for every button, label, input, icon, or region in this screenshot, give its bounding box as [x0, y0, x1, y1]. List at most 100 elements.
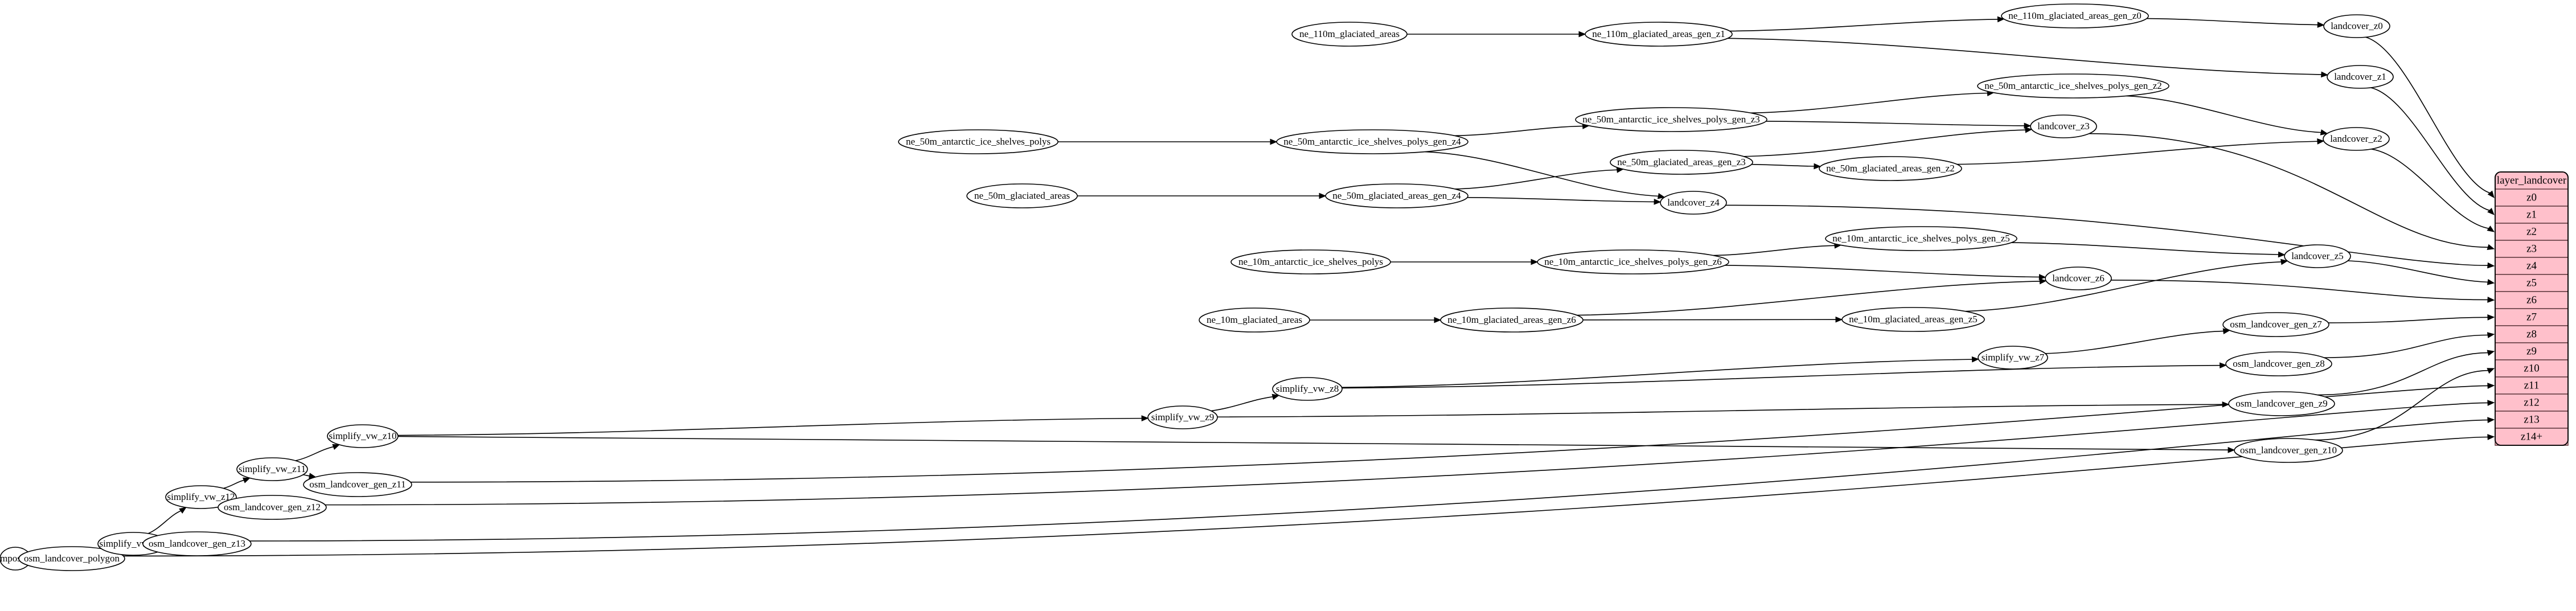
graph-node-ne_10m_antarctic_ice_shelves_polys_gen_z6[interactable]: ne_10m_antarctic_ice_shelves_polys_gen_z…	[1537, 249, 1729, 274]
node-ellipse[interactable]	[898, 129, 1059, 154]
node-ellipse[interactable]	[236, 457, 308, 481]
table-row[interactable]	[2495, 325, 2569, 343]
graph-node-ne_50m_antarctic_ice_shelves_polys_gen_z4[interactable]: ne_50m_antarctic_ice_shelves_polys_gen_z…	[1276, 129, 1469, 154]
graph-edge	[1454, 123, 1590, 137]
node-ellipse[interactable]	[218, 495, 327, 520]
graph-node-simplify_vw_z9[interactable]: simplify_vw_z9	[1147, 405, 1218, 429]
graph-node-landcover_z1[interactable]: landcover_z1	[2327, 65, 2394, 89]
graph-node-ne_110m_glaciated_areas[interactable]: ne_110m_glaciated_areas	[1291, 22, 1408, 47]
node-ellipse[interactable]	[303, 472, 412, 497]
node-ellipse[interactable]	[2323, 14, 2390, 38]
graph-node-osm_landcover_gen_z13[interactable]: osm_landcover_gen_z13	[142, 531, 252, 556]
node-ellipse[interactable]	[1537, 249, 1729, 274]
graph-node-ne_50m_glaciated_areas_gen_z2[interactable]: ne_50m_glaciated_areas_gen_z2	[1819, 156, 1962, 181]
node-ellipse[interactable]	[1978, 346, 2048, 370]
graph-node-landcover_z2[interactable]: landcover_z2	[2323, 127, 2390, 151]
graph-node-ne_50m_glaciated_areas[interactable]: ne_50m_glaciated_areas	[966, 183, 1078, 208]
node-ellipse[interactable]	[1199, 307, 1310, 333]
node-ellipse[interactable]	[2222, 312, 2329, 337]
arrow-head-icon	[2487, 208, 2495, 215]
node-ellipse[interactable]	[1230, 249, 1391, 274]
graph-node-osm_landcover_gen_z11[interactable]: osm_landcover_gen_z11	[303, 472, 412, 497]
node-ellipse[interactable]	[1272, 377, 1343, 401]
graph-node-osm_landcover_gen_z8[interactable]: osm_landcover_gen_z8	[2225, 351, 2332, 376]
graph-node-ne_10m_glaciated_areas_gen_z5[interactable]: ne_10m_glaciated_areas_gen_z5	[1841, 307, 1985, 332]
graph-node-ne_110m_glaciated_areas_gen_z0[interactable]: ne_110m_glaciated_areas_gen_z0	[2001, 3, 2149, 28]
node-ellipse[interactable]	[1977, 73, 2169, 99]
node-ellipse[interactable]	[1440, 307, 1584, 333]
table-row[interactable]	[2495, 240, 2569, 258]
graph-node-ne_50m_glaciated_areas_gen_z4[interactable]: ne_50m_glaciated_areas_gen_z4	[1325, 183, 1469, 208]
graph-node-ne_10m_glaciated_areas_gen_z6[interactable]: ne_10m_glaciated_areas_gen_z6	[1440, 307, 1584, 333]
graph-node-landcover_z6[interactable]: landcover_z6	[2045, 266, 2112, 290]
table-row[interactable]	[2495, 428, 2569, 446]
edge-line	[2146, 18, 2319, 26]
graph-node-ne_110m_glaciated_areas_gen_z1[interactable]: ne_110m_glaciated_areas_gen_z1	[1585, 22, 1733, 47]
node-ellipse[interactable]	[1825, 226, 2017, 251]
node-ellipse[interactable]	[2327, 65, 2394, 89]
node-ellipse[interactable]	[2234, 438, 2343, 463]
node-ellipse[interactable]	[1276, 129, 1469, 154]
table-row[interactable]	[2495, 376, 2569, 395]
table-row[interactable]	[2495, 274, 2569, 292]
node-ellipse[interactable]	[1610, 150, 1753, 175]
node-ellipse[interactable]	[966, 183, 1078, 208]
node-ellipse[interactable]	[1585, 22, 1733, 47]
graph-node-landcover_z4[interactable]: landcover_z4	[1660, 191, 1727, 215]
graph-node-osm_landcover_gen_z9[interactable]: osm_landcover_gen_z9	[2228, 391, 2335, 416]
node-ellipse[interactable]	[1325, 183, 1469, 208]
table-row[interactable]	[2495, 342, 2569, 360]
node-ellipse[interactable]	[1291, 22, 1408, 47]
node-ellipse[interactable]	[2045, 266, 2112, 290]
node-ellipse[interactable]	[1660, 191, 1727, 215]
table-row[interactable]	[2495, 291, 2569, 309]
node-ellipse[interactable]	[165, 485, 237, 509]
node-ellipse[interactable]	[2001, 3, 2149, 28]
graph-node-ne_10m_antarctic_ice_shelves_polys[interactable]: ne_10m_antarctic_ice_shelves_polys	[1230, 249, 1391, 274]
graph-node-ne_50m_antarctic_ice_shelves_polys_gen_z2[interactable]: ne_50m_antarctic_ice_shelves_polys_gen_z…	[1977, 73, 2169, 99]
graph-node-simplify_vw_z11[interactable]: simplify_vw_z11	[236, 457, 308, 481]
graph-edge	[2126, 95, 2328, 136]
graph-node-ne_10m_glaciated_areas[interactable]: ne_10m_glaciated_areas	[1199, 307, 1310, 333]
node-ellipse[interactable]	[2284, 244, 2351, 268]
graph-node-osm_landcover_gen_z12[interactable]: osm_landcover_gen_z12	[218, 495, 327, 520]
graph-node-ne_10m_antarctic_ice_shelves_polys_gen_z5[interactable]: ne_10m_antarctic_ice_shelves_polys_gen_z…	[1825, 226, 2017, 251]
graph-node-simplify_vw_z10[interactable]: simplify_vw_z10	[327, 424, 399, 448]
node-ellipse[interactable]	[1819, 156, 1962, 181]
node-ellipse[interactable]	[327, 424, 399, 448]
table-row[interactable]	[2495, 257, 2569, 275]
table-row[interactable]	[2495, 411, 2569, 429]
arrow-head-icon	[1971, 356, 1979, 363]
node-ellipse[interactable]	[2225, 351, 2332, 376]
table-row[interactable]	[2495, 308, 2569, 326]
node-ellipse[interactable]	[2030, 114, 2097, 138]
graph-node-simplify_vw_z7[interactable]: simplify_vw_z7	[1978, 346, 2048, 370]
table-row[interactable]	[2495, 393, 2569, 412]
node-ellipse[interactable]	[1575, 107, 1767, 132]
node-ellipse[interactable]	[2228, 391, 2335, 416]
edge-line	[1713, 245, 1836, 256]
table-row[interactable]	[2495, 359, 2569, 378]
graph-edge	[2146, 18, 2325, 28]
graph-node-osm_landcover_gen_z7[interactable]: osm_landcover_gen_z7	[2222, 312, 2329, 337]
graph-node-landcover_z0[interactable]: landcover_z0	[2323, 14, 2390, 38]
graph-node-osm_landcover_gen_z10[interactable]: osm_landcover_gen_z10	[2234, 438, 2343, 463]
node-ellipse[interactable]	[1147, 405, 1218, 429]
table-row[interactable]	[2495, 188, 2569, 207]
node-ellipse[interactable]	[142, 531, 252, 556]
graph-node-landcover_z3[interactable]: landcover_z3	[2030, 114, 2097, 138]
arrow-head-icon	[1434, 317, 1442, 323]
node-ellipse[interactable]	[18, 546, 125, 571]
graph-node-ne_50m_antarctic_ice_shelves_polys[interactable]: ne_50m_antarctic_ice_shelves_polys	[898, 129, 1059, 154]
table-row[interactable]	[2495, 206, 2569, 224]
node-ellipse[interactable]	[1841, 307, 1985, 332]
graph-node-simplify_vw_z8[interactable]: simplify_vw_z8	[1272, 377, 1343, 401]
graph-node-ne_50m_glaciated_areas_gen_z3[interactable]: ne_50m_glaciated_areas_gen_z3	[1610, 150, 1753, 175]
table-row[interactable]	[2495, 223, 2569, 241]
graph-node-ne_50m_antarctic_ice_shelves_polys_gen_z3[interactable]: ne_50m_antarctic_ice_shelves_polys_gen_z…	[1575, 107, 1767, 132]
graph-edge	[410, 383, 2495, 483]
edge-line	[1729, 19, 1999, 32]
graph-edge	[1467, 197, 1662, 205]
node-ellipse[interactable]	[2323, 127, 2390, 151]
graph-node-landcover_z5[interactable]: landcover_z5	[2284, 244, 2351, 268]
